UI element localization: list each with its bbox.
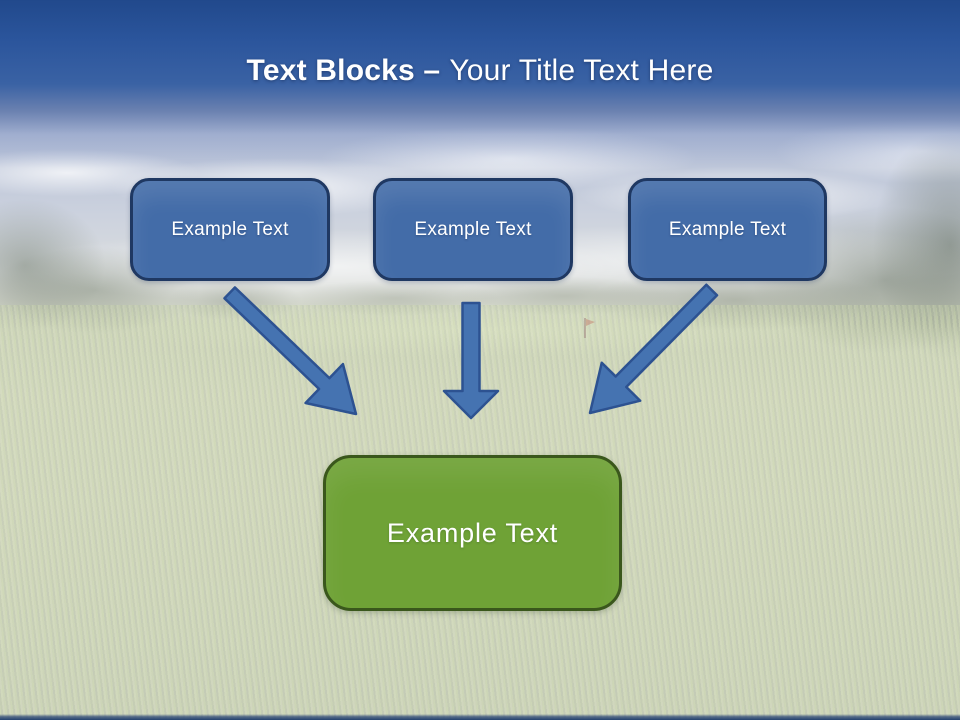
title-bar: Text Blocks –Your Title Text Here: [0, 0, 960, 168]
arrow-down-shape: [442, 301, 500, 420]
slide-title: Text Blocks –Your Title Text Here: [0, 0, 960, 89]
arrow-down-right-shape: [223, 286, 358, 416]
arrow-down-left-icon: [588, 283, 719, 415]
text-block-1-label: Example Text: [171, 218, 289, 240]
text-block-3-label: Example Text: [668, 218, 787, 240]
result-block: Example Text: [323, 455, 622, 611]
text-block-2: Example Text: [373, 178, 573, 281]
footer-bar: [0, 714, 960, 720]
arrow-down-right-icon: [223, 286, 358, 416]
golf-flag-icon: [584, 318, 595, 338]
result-block-label: Example Text: [386, 517, 559, 548]
slide-title-bold: Text Blocks –: [246, 54, 441, 87]
text-block-3: Example Text: [628, 178, 827, 281]
arrow-down-left-shape: [588, 283, 719, 415]
slide-title-rest: Your Title Text Here: [449, 54, 714, 87]
arrow-down-icon: [442, 301, 500, 420]
text-block-2-label: Example Text: [414, 218, 532, 240]
text-block-1: Example Text: [130, 178, 330, 281]
